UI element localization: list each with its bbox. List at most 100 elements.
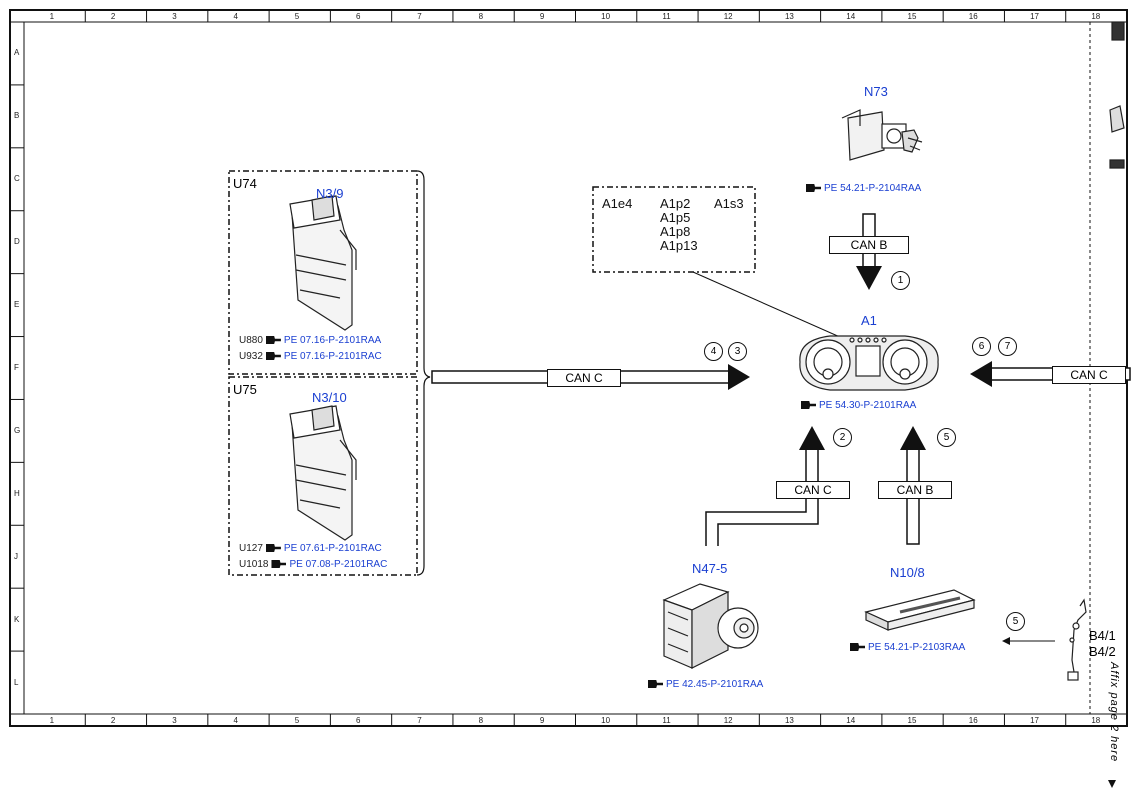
grid-col-bottom-9: 9 [539, 716, 545, 725]
pin-a1p8: A1p8 [660, 224, 691, 239]
grid-col-top-13: 13 [784, 12, 794, 21]
n10-8-ref-code[interactable]: PE 54.21-P-2103RAA [868, 642, 966, 653]
grid-col-bottom-12: 12 [723, 716, 733, 725]
marker-3: 3 [728, 342, 747, 361]
grid-col-top-3: 3 [172, 12, 177, 21]
u74-box [228, 170, 418, 375]
a1-ref[interactable]: PE 54.30-P-2101RAA [801, 400, 916, 411]
pointing-hand-icon [801, 401, 816, 409]
a1-ref-code[interactable]: PE 54.30-P-2101RAA [819, 400, 917, 411]
u74-ref-2-prefix: U932 [239, 351, 263, 362]
grid-col-top-5: 5 [294, 12, 300, 21]
n47-5-ref[interactable]: PE 42.45-P-2101RAA [648, 679, 763, 690]
n3-10-label: N3/10 [312, 390, 347, 405]
pin-a1p2: A1p2 [660, 196, 691, 211]
grid-col-bottom-15: 15 [907, 716, 917, 725]
grid-row-E: E [14, 300, 20, 310]
grid-col-bottom-17: 17 [1030, 716, 1039, 725]
grid-col-top-14: 14 [846, 12, 856, 21]
n10-8-label: N10/8 [890, 565, 925, 580]
n47-5-ref-code[interactable]: PE 42.45-P-2101RAA [666, 679, 764, 690]
can-c-left-label: CAN C [547, 369, 621, 387]
b4-signal-arrowhead [1002, 637, 1010, 645]
group-bracket [416, 170, 431, 576]
can-b-bottom-arrowhead [900, 426, 926, 450]
pointing-hand-icon [806, 184, 821, 192]
n3-9-label: N3/9 [316, 186, 344, 201]
marker-5: 5 [937, 428, 956, 447]
grid-col-top-10: 10 [601, 12, 611, 21]
grid-col-top-6: 6 [356, 12, 361, 21]
marker-2: 2 [833, 428, 852, 447]
u74-ref-2[interactable]: U932 PE 07.16-P-2101RAC [239, 351, 382, 362]
pointing-hand-icon [271, 560, 287, 568]
pointing-hand-icon [850, 643, 865, 651]
grid-col-top-2: 2 [110, 12, 116, 21]
grid-col-top-8: 8 [478, 12, 484, 21]
pin-list-col-3: A1s3 [714, 197, 744, 211]
edge-clip-icons [1109, 21, 1125, 169]
pin-box [592, 186, 756, 273]
grid-row-A: A [14, 48, 20, 58]
b4-1-label: B4/1 [1089, 628, 1116, 643]
grid-col-top-4: 4 [233, 12, 238, 21]
marker-1: 1 [891, 271, 910, 290]
pin-a1p5: A1p5 [660, 210, 691, 225]
grid-col-bottom-5: 5 [294, 716, 300, 725]
pointing-hand-icon [265, 352, 281, 360]
grid-row-H: H [14, 488, 20, 498]
grid-row-L: L [14, 677, 19, 687]
grid-row-K: K [14, 614, 20, 624]
grid-col-bottom-3: 3 [172, 716, 177, 725]
instrument-cluster-icon [799, 335, 939, 391]
pin-list-col-2: A1p2 A1p5 A1p8 A1p13 [660, 197, 698, 253]
ecu-n3-9-icon [289, 195, 357, 331]
u75-ref-1[interactable]: U127 PE 07.61-P-2101RAC [239, 543, 382, 554]
pin-a1s3: A1s3 [714, 196, 744, 211]
n73-label: N73 [864, 84, 888, 99]
grid-col-bottom-1: 1 [49, 716, 55, 725]
grid-col-bottom-16: 16 [968, 716, 978, 725]
grid-col-top-9: 9 [539, 12, 545, 21]
u75-ref-1-prefix: U127 [239, 543, 263, 554]
grid-col-top-11: 11 [662, 12, 671, 21]
grid-col-bottom-10: 10 [601, 716, 611, 725]
grid-col-bottom-2: 2 [110, 716, 116, 725]
grid-row-C: C [14, 174, 20, 184]
can-c-right-arrowhead [970, 361, 992, 387]
pointing-hand-icon [265, 544, 281, 552]
grid-col-top-17: 17 [1030, 12, 1039, 21]
u75-ref-1-code[interactable]: PE 07.61-P-2101RAC [283, 543, 382, 554]
pointing-hand-icon [648, 680, 663, 688]
grid-col-top-15: 15 [907, 12, 917, 21]
grid-col-bottom-13: 13 [784, 716, 794, 725]
n47-5-label: N47-5 [692, 561, 728, 576]
marker-5b: 5 [1006, 612, 1025, 631]
n73-ref-code[interactable]: PE 54.21-P-2104RAA [824, 183, 922, 194]
can-c-bottom-arrowhead [799, 426, 825, 450]
fuel-level-sensor-icon [1067, 598, 1087, 681]
grid-col-bottom-8: 8 [478, 716, 484, 725]
u75-ref-2-code[interactable]: PE 07.08-P-2101RAC [289, 559, 388, 570]
n10-8-ref[interactable]: PE 54.21-P-2103RAA [850, 642, 965, 653]
grid-ticks [10, 10, 1067, 726]
sam-module-icon [864, 589, 976, 631]
ignition-switch-icon [841, 109, 923, 161]
u74-ref-1-code[interactable]: PE 07.16-P-2101RAA [283, 335, 382, 346]
n73-ref[interactable]: PE 54.21-P-2104RAA [806, 183, 921, 194]
grid-col-top-18: 18 [1091, 12, 1101, 21]
u75-box [228, 376, 418, 576]
ecu-n3-10-icon [289, 405, 357, 541]
marker-4: 4 [704, 342, 723, 361]
can-c-bottom-label: CAN C [776, 481, 850, 499]
grid-row-B: B [14, 111, 20, 121]
grid-col-bottom-11: 11 [662, 716, 671, 725]
pin-list-col-1: A1e4 [602, 197, 632, 211]
grid-col-bottom-18: 18 [1091, 716, 1101, 725]
u74-ref-2-code[interactable]: PE 07.16-P-2101RAC [283, 351, 382, 362]
grid-col-top-1: 1 [49, 12, 55, 21]
grid-col-bottom-6: 6 [356, 716, 361, 725]
